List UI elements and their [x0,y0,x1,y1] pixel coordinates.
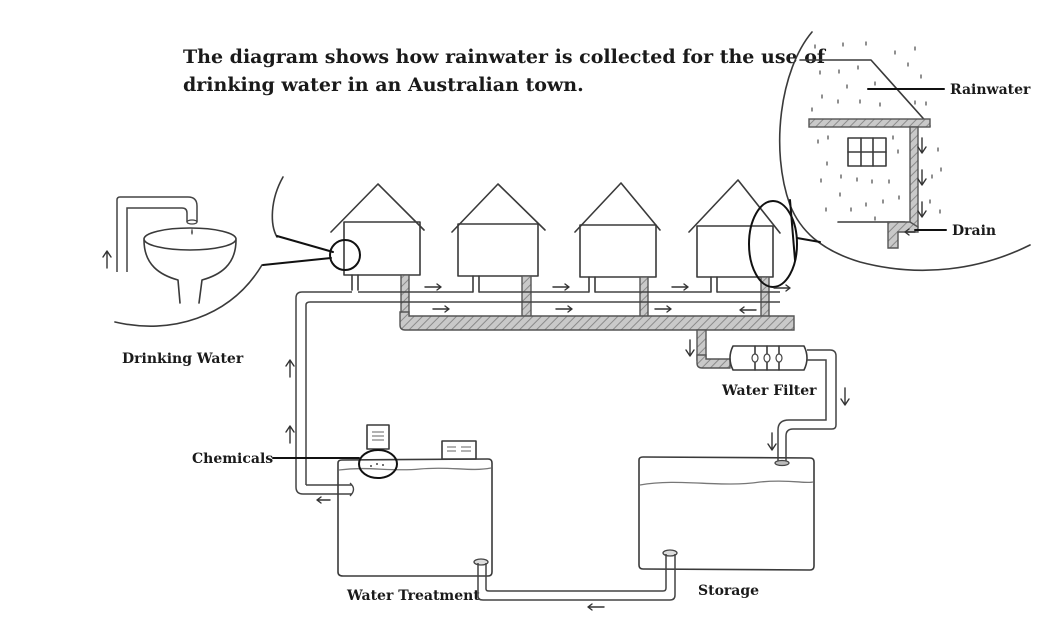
water-filter: Water Filter [685,339,850,467]
house-1 [329,183,425,324]
arrow-right-icon [555,305,573,313]
label-rainwater: Rainwater [950,82,1031,98]
arrow-down-icon [767,432,777,451]
rainwater-collection-pipe [399,311,795,369]
house-1-callout-circle [329,239,361,271]
title-line-2: drinking water in an Australian town. [183,74,584,96]
arrow-left-icon [904,228,916,236]
storage-tank: Storage [638,456,815,599]
window-icon [847,137,887,167]
downpipe [909,126,919,228]
house-4 [688,179,798,326]
arrow-up-icon [102,250,112,269]
label-water-treatment: Water Treatment [346,588,480,604]
arrow-up-icon [285,359,295,378]
arrow-right-icon [552,283,570,291]
callout-line [262,257,332,266]
arrow-down-icon [917,201,927,218]
arrow-right-icon [654,305,672,313]
flow-arrows-upper [424,283,791,292]
arrow-right-icon [432,305,450,313]
arrow-down-icon [917,169,927,186]
house-3 [574,182,661,326]
flow-arrows-lower [432,305,757,314]
label-storage: Storage [698,583,759,599]
house-4-callout-ellipse [748,200,798,288]
arrow-right-icon [424,283,442,291]
arrow-right-icon [773,284,791,292]
water-treatment-tank: Chemicals Water Treatment [192,424,493,604]
label-water-filter: Water Filter [721,383,817,399]
callout-line [276,235,334,253]
label-chemicals: Chemicals [192,451,273,467]
sink-basin-icon [143,227,237,304]
arrow-left-icon [739,306,757,314]
house-2 [451,183,546,325]
water-drop-icon [191,228,193,235]
arrow-down-icon [685,339,695,357]
arrow-down-icon [917,137,927,154]
arrow-right-icon [671,283,689,291]
clean-water-pipe [295,291,780,497]
rain-drops [811,41,942,221]
label-drinking-water: Drinking Water [122,351,244,367]
label-drain: Drain [952,223,996,239]
title-line-1: The diagram shows how rainwater is colle… [183,46,827,68]
rainwater-inset: Rainwater Drain [778,31,1031,272]
chemical-container-1 [366,424,390,450]
drinking-water-inset: Drinking Water [102,176,334,367]
arrow-up-icon [285,425,295,444]
tap-icon [116,196,198,272]
arrow-down-icon [840,387,850,406]
arrow-left-icon [316,496,331,504]
arrow-left-icon [587,603,605,611]
callout-line [789,199,796,261]
chemical-container-2 [441,440,477,460]
chemicals-callout-circle [358,449,398,479]
callout-line [796,237,821,243]
storage-to-treatment-pipe [473,549,678,611]
